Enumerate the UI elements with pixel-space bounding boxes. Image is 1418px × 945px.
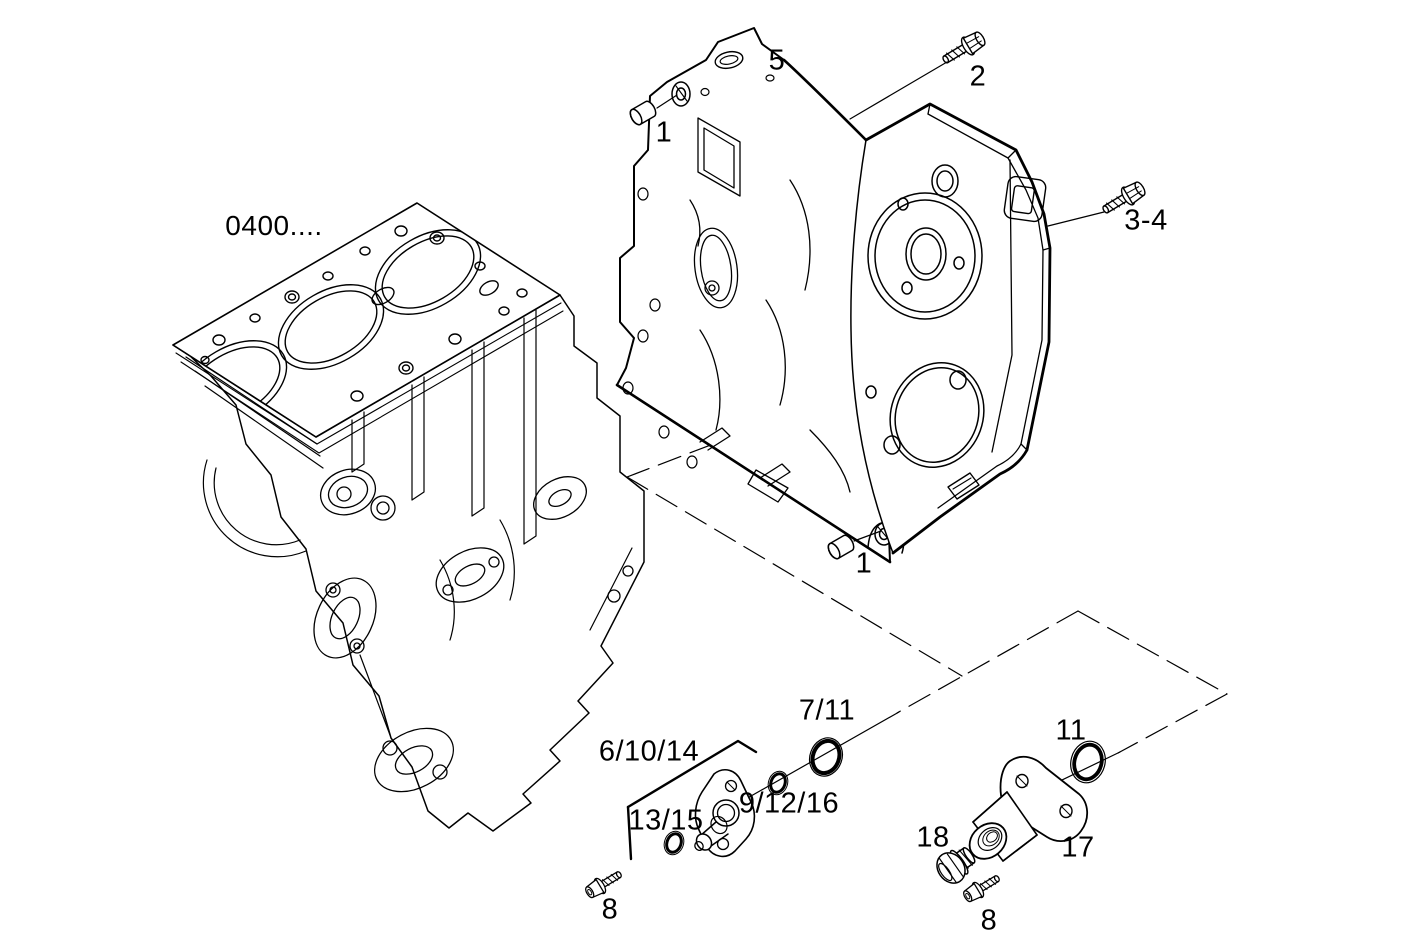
engine-block bbox=[172, 202, 645, 832]
cylinder-bore bbox=[374, 229, 482, 315]
gear-case-plate bbox=[615, 27, 905, 564]
gear-case-cover bbox=[765, 102, 1052, 555]
sealing-plug-1-bottom bbox=[827, 534, 855, 560]
connector-fitting-17 bbox=[968, 755, 1089, 862]
bolt-3-4 bbox=[1102, 181, 1146, 214]
screw-plug-18 bbox=[936, 847, 976, 884]
o-ring-9-12-16 bbox=[767, 770, 789, 796]
reference-label-0400: 0400.... bbox=[225, 210, 323, 241]
cylinder-bore bbox=[277, 284, 385, 370]
callout-8-left: 8 bbox=[601, 893, 619, 926]
o-ring-7-11 bbox=[808, 737, 844, 777]
callout-1-bottom: 1 bbox=[855, 547, 873, 580]
upper-port bbox=[931, 164, 959, 198]
callout-18: 18 bbox=[916, 821, 950, 854]
callout-2: 2 bbox=[969, 60, 987, 93]
cover-plate-6-10-14 bbox=[694, 769, 756, 858]
callout-6-10-14: 6/10/14 bbox=[598, 735, 700, 768]
callout-3-4: 3-4 bbox=[1124, 204, 1168, 237]
sealing-plug-1-top bbox=[629, 100, 657, 126]
bolt-8-right bbox=[963, 875, 1000, 903]
leader-lines bbox=[656, 61, 1105, 542]
o-ring-13-15 bbox=[663, 830, 685, 856]
bottom-plug-boss bbox=[947, 472, 980, 500]
side-plug-boss bbox=[1003, 175, 1047, 223]
callout-1-top: 1 bbox=[655, 116, 673, 149]
side-flange-pad bbox=[435, 476, 634, 603]
water-pump-pad bbox=[319, 468, 396, 521]
bolt-8-left bbox=[585, 871, 622, 899]
callout-5: 5 bbox=[768, 44, 786, 77]
callout-17: 17 bbox=[1061, 831, 1095, 864]
callout-8-right: 8 bbox=[980, 904, 998, 937]
cylinder-deck bbox=[172, 202, 561, 438]
lower-opening bbox=[865, 362, 985, 468]
o-ring-11 bbox=[1070, 740, 1106, 784]
callout-9-12-16: 9/12/16 bbox=[738, 787, 840, 820]
callout-13-15: 13/15 bbox=[628, 804, 704, 837]
bolt-2 bbox=[942, 31, 986, 64]
bracket-6-10-14 bbox=[626, 739, 758, 861]
callout-7-11: 7/11 bbox=[798, 694, 856, 727]
camshaft-boss bbox=[867, 192, 983, 320]
plug-bore-top bbox=[671, 81, 691, 107]
callout-11: 11 bbox=[1055, 714, 1087, 747]
front-flange-pad bbox=[313, 577, 454, 793]
